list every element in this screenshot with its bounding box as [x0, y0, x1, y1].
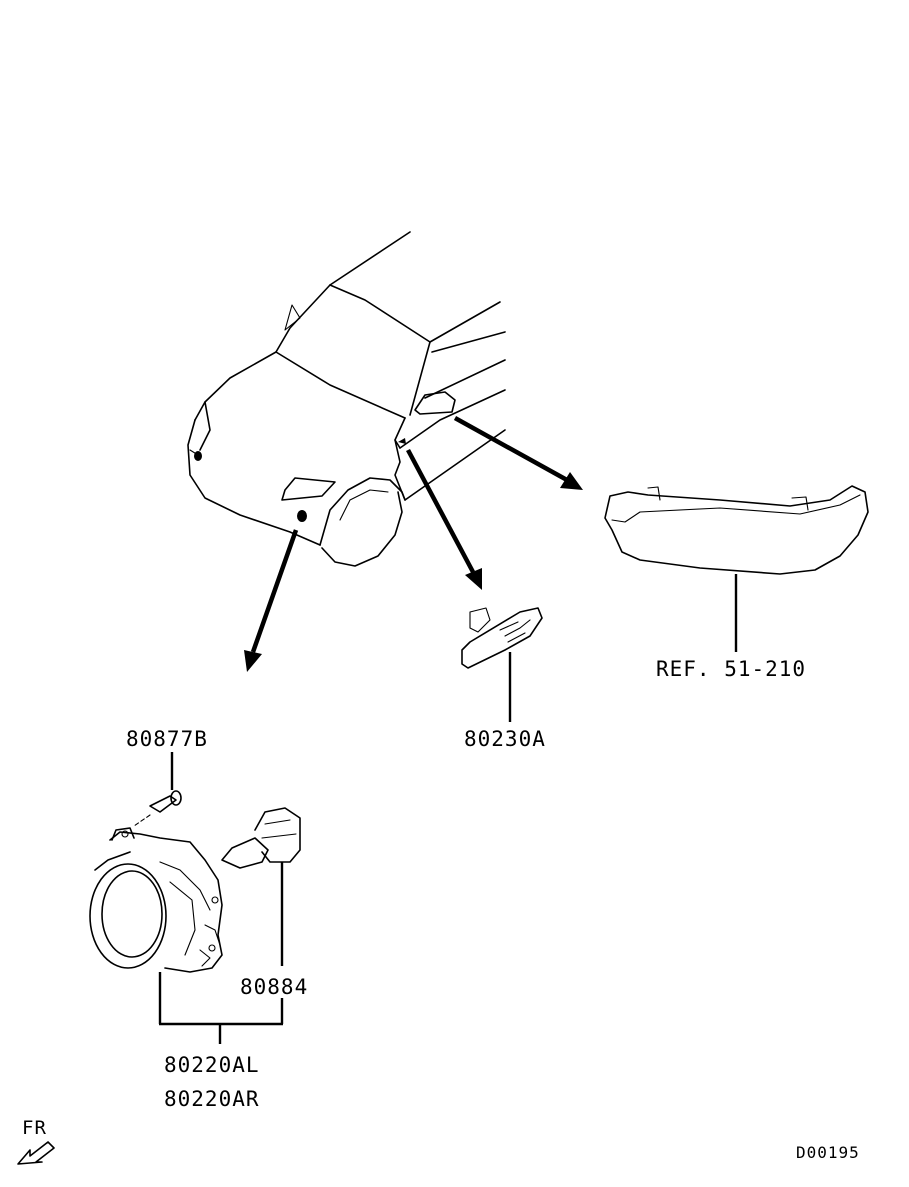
- vehicle-illustration: [187, 231, 506, 567]
- front-bumper-reference: [604, 485, 869, 652]
- fog-lamp-right-label: 80220AR: [164, 1087, 260, 1111]
- ref-bumper-label: REF. 51-210: [656, 657, 806, 681]
- fog-lamp-left-label: 80220AL: [164, 1053, 260, 1077]
- fog-lamp-bulb: [221, 807, 301, 966]
- callout-arrows: [244, 416, 583, 672]
- front-indicator-label: FR: [22, 1117, 47, 1139]
- bracket-leader: [159, 998, 284, 1044]
- side-marker-lamp: [461, 607, 543, 722]
- screw-part: [133, 752, 182, 827]
- screw-label: 80877B: [126, 727, 208, 751]
- drawing-code: D00195: [796, 1143, 860, 1162]
- bulb-label: 80884: [240, 975, 308, 999]
- fog-lamp-assembly: [89, 827, 223, 1024]
- front-direction-indicator: [17, 1141, 55, 1165]
- side-marker-label: 80230A: [464, 727, 546, 751]
